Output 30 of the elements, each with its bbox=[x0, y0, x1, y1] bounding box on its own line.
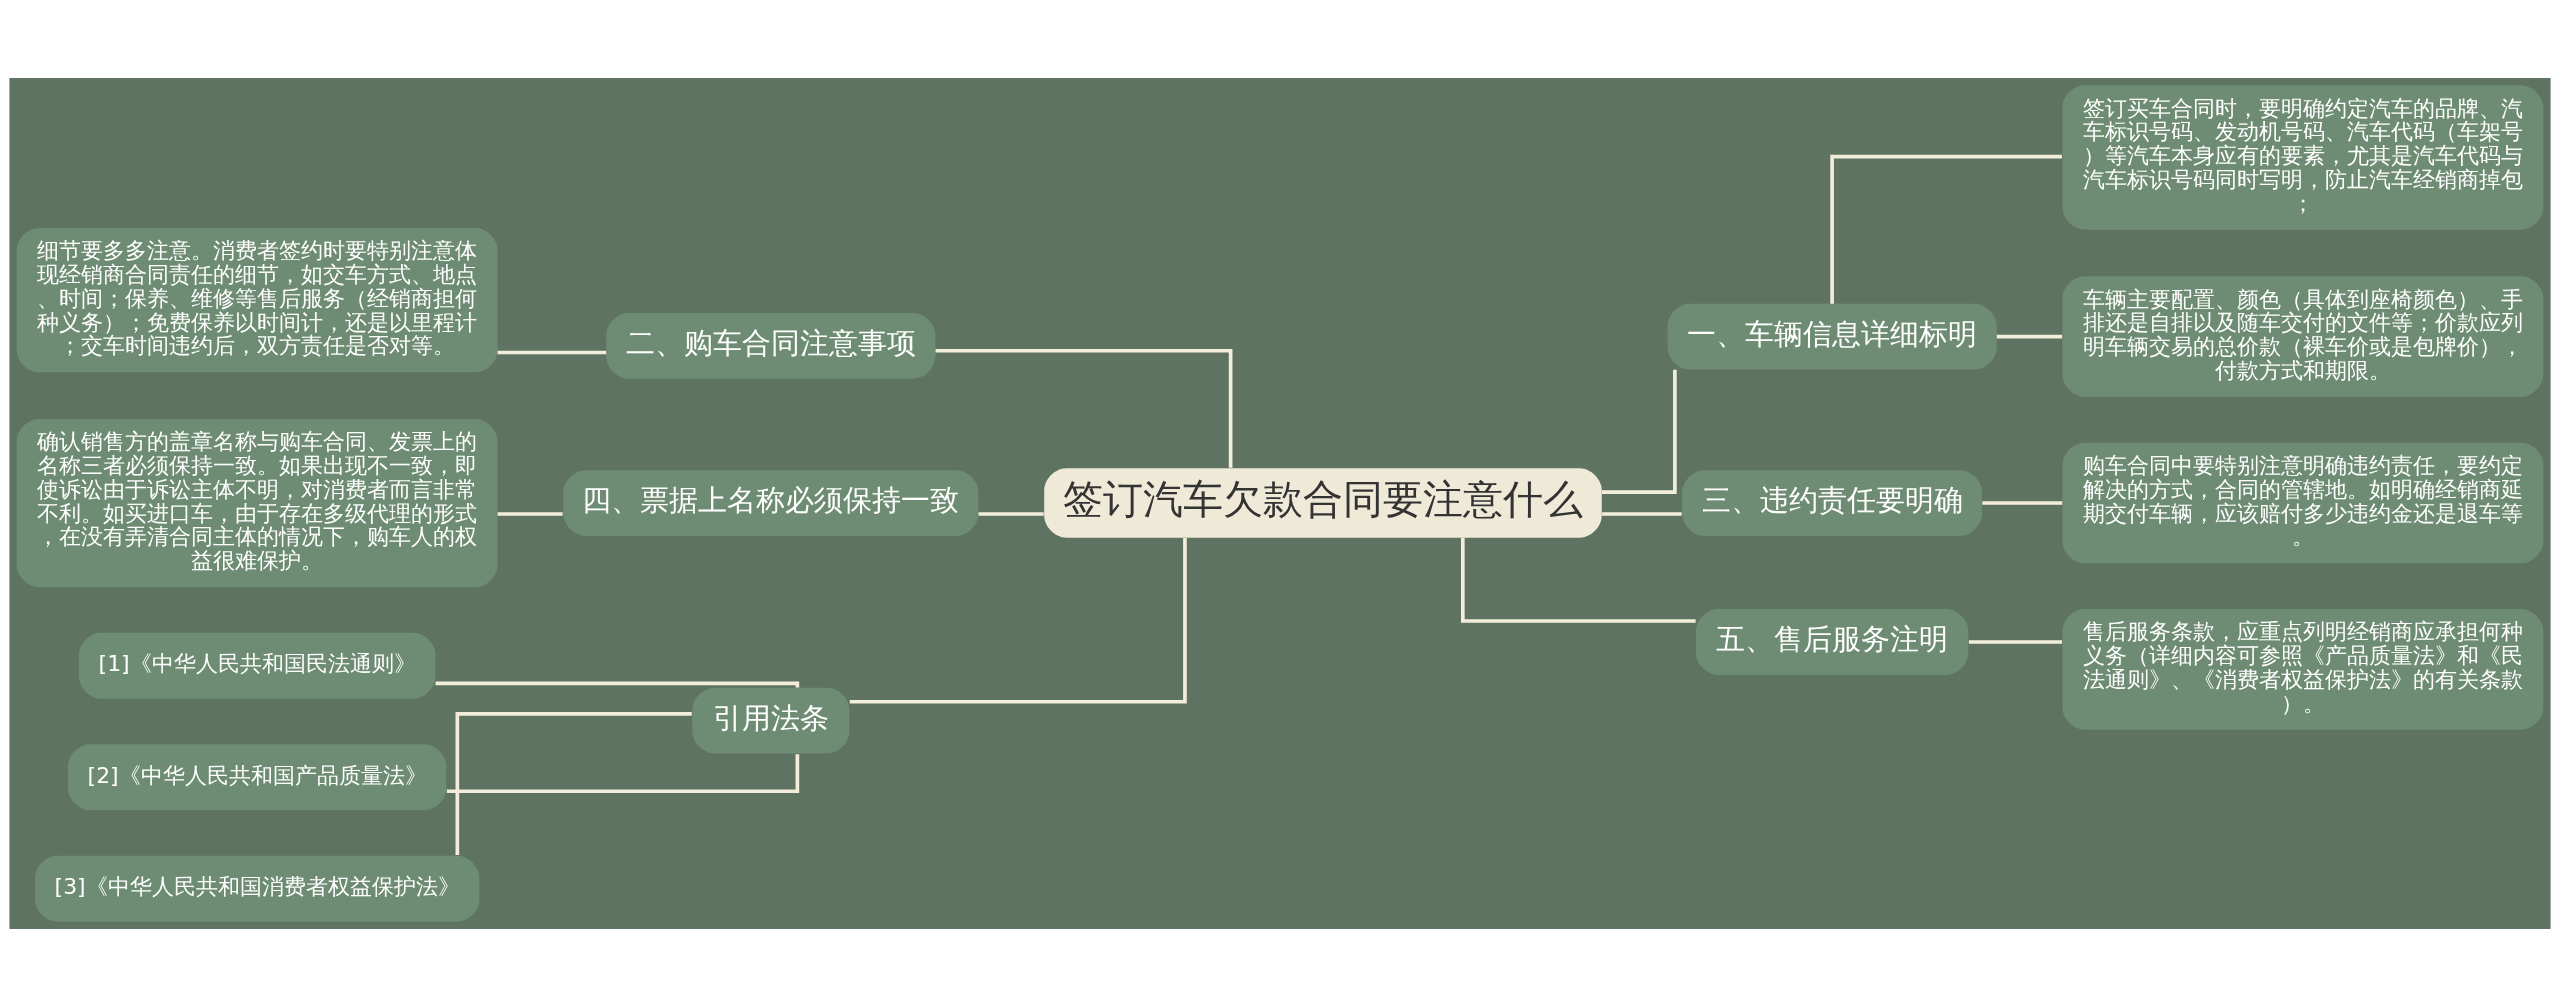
connector bbox=[1830, 154, 2062, 304]
node-box: [2]《中华人民共和国产品质量法》 bbox=[67, 744, 447, 811]
connector bbox=[1461, 537, 1696, 623]
connector bbox=[978, 512, 1044, 516]
node-box: 四、票据上名称必须保持一致 bbox=[563, 470, 979, 536]
connector bbox=[497, 350, 607, 355]
node-box: 购车合同中要特别注意明确违约责任，要约定解决的方式，合同的管辖地。如明确经销商延期交付车辆，应该赔付多少违约金还是退车等。 bbox=[2062, 442, 2544, 564]
node-box: 签订买车合同时，要明确约定汽车的品牌、汽车标识号码、发动机号码、汽车代码（车架号）等汽车本身应有的要素，尤其是汽车代码与汽车标识号码同时写明，防止汽车经销商掉包； bbox=[2062, 85, 2544, 230]
node-box: 细节要多多注意。消费者签约时要特别注意体现经销商合同责任的细节，如交车方式、地点、时间；保养、维修等售后服务（经销商担何种义务）；免费保养以时间计，还是以里程计；交车时间违约后，双方责任是否对等。 bbox=[16, 227, 498, 373]
node-box: [3]《中华人民共和国消费者权益保护法》 bbox=[35, 855, 480, 922]
connector bbox=[849, 538, 1187, 704]
node-box: 五、售后服务注明 bbox=[1695, 609, 1969, 675]
connector bbox=[1996, 334, 2063, 339]
connector bbox=[1982, 501, 2063, 505]
connector bbox=[935, 348, 1233, 468]
node-box: 三、违约责任要明确 bbox=[1682, 470, 1982, 536]
connector bbox=[1602, 512, 1682, 516]
node-box: 确认销售方的盖章名称与购车合同、发票上的名称三者必须保持一致。如果出现不一致，即使诉讼由于诉讼主体不明，对消费者而言非常不利。如买进口车，由于存在多级代理的形式，在没有弄清合同主体的情况下，购车人的权益很难保护。 bbox=[16, 418, 498, 588]
node-box: [1]《中华人民共和国民法通则》 bbox=[78, 632, 436, 699]
node-box: 签订汽车欠款合同要注意什么 bbox=[1044, 468, 1602, 538]
connector bbox=[1968, 640, 2062, 644]
connector bbox=[1601, 369, 1677, 494]
node-box: 售后服务条款，应重点列明经销商应承担何种义务（详细内容可参照《产品质量法》和《民法通则》、《消费者权益保护法》的有关条款）。 bbox=[2062, 609, 2544, 730]
connector bbox=[497, 512, 563, 516]
node-box: 引用法条 bbox=[692, 687, 850, 754]
node-box: 车辆主要配置、颜色（具体到座椅颜色）、手排还是自排以及随车交付的文件等；价款应列明车辆交易的总价款（裸车价或是包牌价），付款方式和期限。 bbox=[2062, 276, 2544, 397]
connector bbox=[455, 712, 692, 856]
connector bbox=[435, 681, 800, 688]
node-box: 一、车辆信息详细标明 bbox=[1667, 303, 1997, 370]
node-box: 二、购车合同注意事项 bbox=[606, 312, 936, 379]
